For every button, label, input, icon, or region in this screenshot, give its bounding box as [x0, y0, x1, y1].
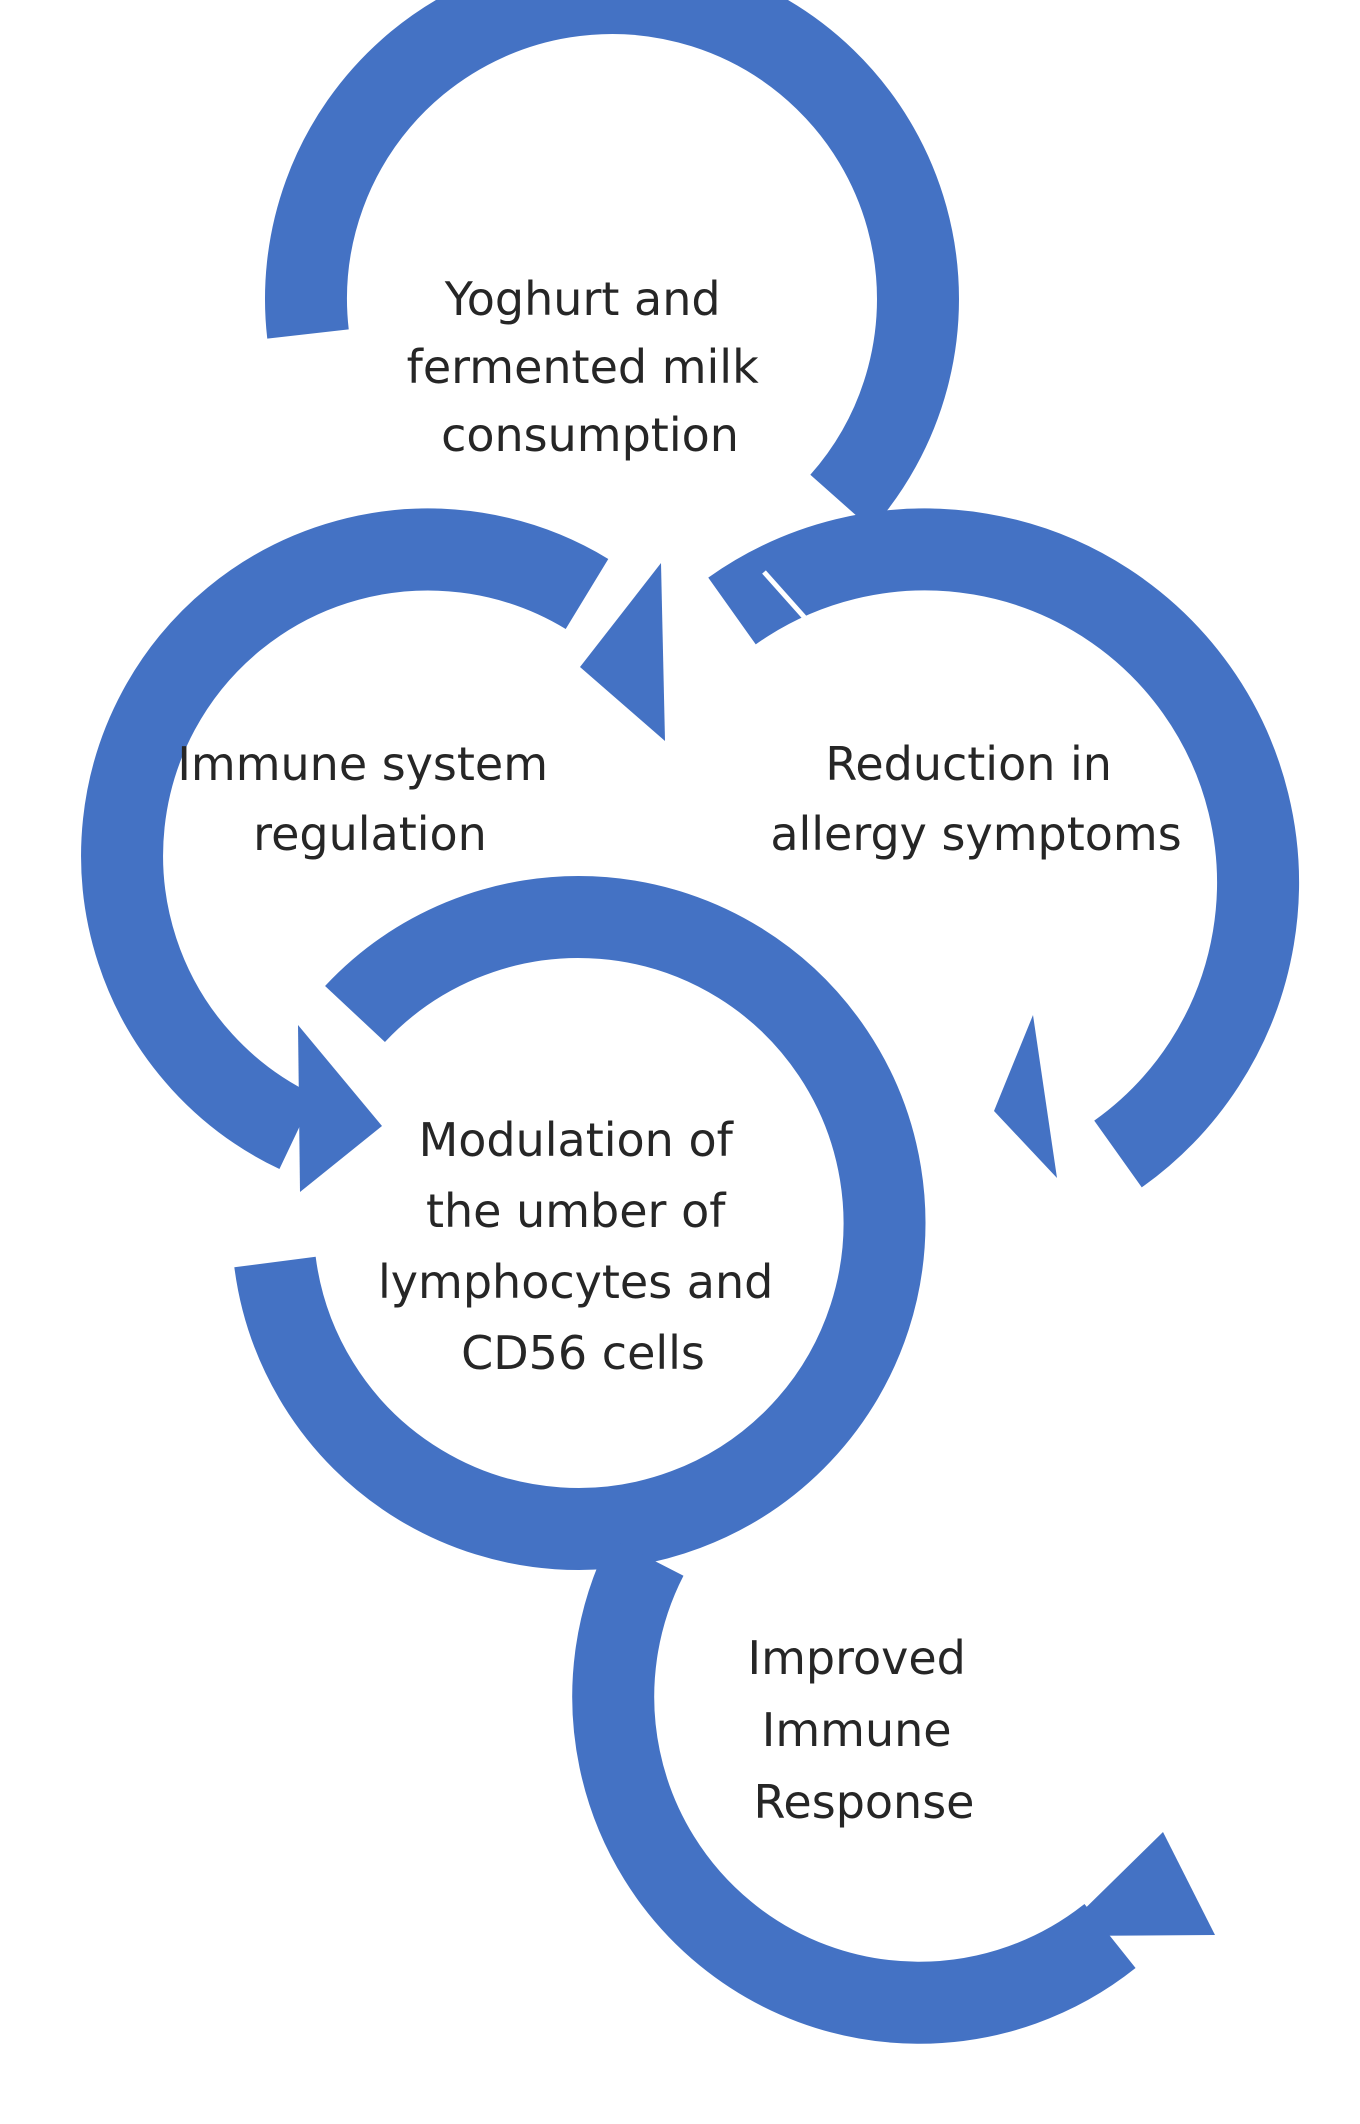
node-modulation: Modulation of the umber of lymphocytes a… [378, 1113, 788, 1380]
arc-junction-divider [762, 570, 807, 620]
arc-improved-response [572, 1538, 1136, 2044]
node-modulation-line-3: lymphocytes and [378, 1255, 773, 1309]
node-improved-response: Improved Immune Response [748, 1631, 981, 1829]
node-modulation-line-1: Modulation of [419, 1113, 735, 1167]
node-yoghurt-line-2: fermented milk [407, 340, 759, 394]
node-allergy-reduction: Reduction in allergy symptoms [770, 737, 1181, 861]
arrowhead-allergy-to-modulation [994, 1015, 1057, 1178]
node-yoghurt: Yoghurt and fermented milk consumption [407, 272, 774, 462]
svg-text:Modulation of the umber: Modulation of the umber of lymphocytes a… [378, 1113, 788, 1380]
node-improved-response-line-2: Immune [762, 1703, 952, 1757]
svg-text:Immune system regulation: Immune system regulation [177, 737, 562, 861]
node-modulation-line-4: CD56 cells [461, 1326, 705, 1380]
arrowhead-immune-to-modulation [298, 1025, 382, 1192]
node-improved-response-line-1: Improved [748, 1631, 966, 1685]
node-immune-regulation-line-2: regulation [253, 807, 487, 861]
node-yoghurt-line-1: Yoghurt and [444, 272, 721, 326]
arc-modulation-cycle [234, 876, 926, 1570]
node-allergy-reduction-line-1: Reduction in [825, 737, 1112, 791]
arc-immune-to-modulation [81, 508, 609, 1170]
node-immune-regulation: Immune system regulation [177, 737, 562, 861]
node-allergy-reduction-line-2: allergy symptoms [770, 807, 1181, 861]
arc-allergy-to-modulation [708, 508, 1300, 1188]
svg-text:Reduction in allergy sym: Reduction in allergy symptoms [770, 737, 1181, 861]
svg-text:Yoghurt and fermented mi: Yoghurt and fermented milk consumption [407, 272, 774, 462]
node-modulation-line-2: the umber of [426, 1184, 727, 1238]
arrowhead-yoghurt-to-immune [580, 563, 665, 741]
arc-yoghurt-to-immune [265, 0, 959, 530]
arrowhead-improved-response [1057, 1832, 1215, 1936]
node-immune-regulation-line-1: Immune system [177, 737, 548, 791]
node-yoghurt-line-3: consumption [441, 408, 739, 462]
node-improved-response-line-3: Response [754, 1775, 975, 1829]
svg-text:Improved Immune Re: Improved Immune Response [748, 1631, 981, 1829]
